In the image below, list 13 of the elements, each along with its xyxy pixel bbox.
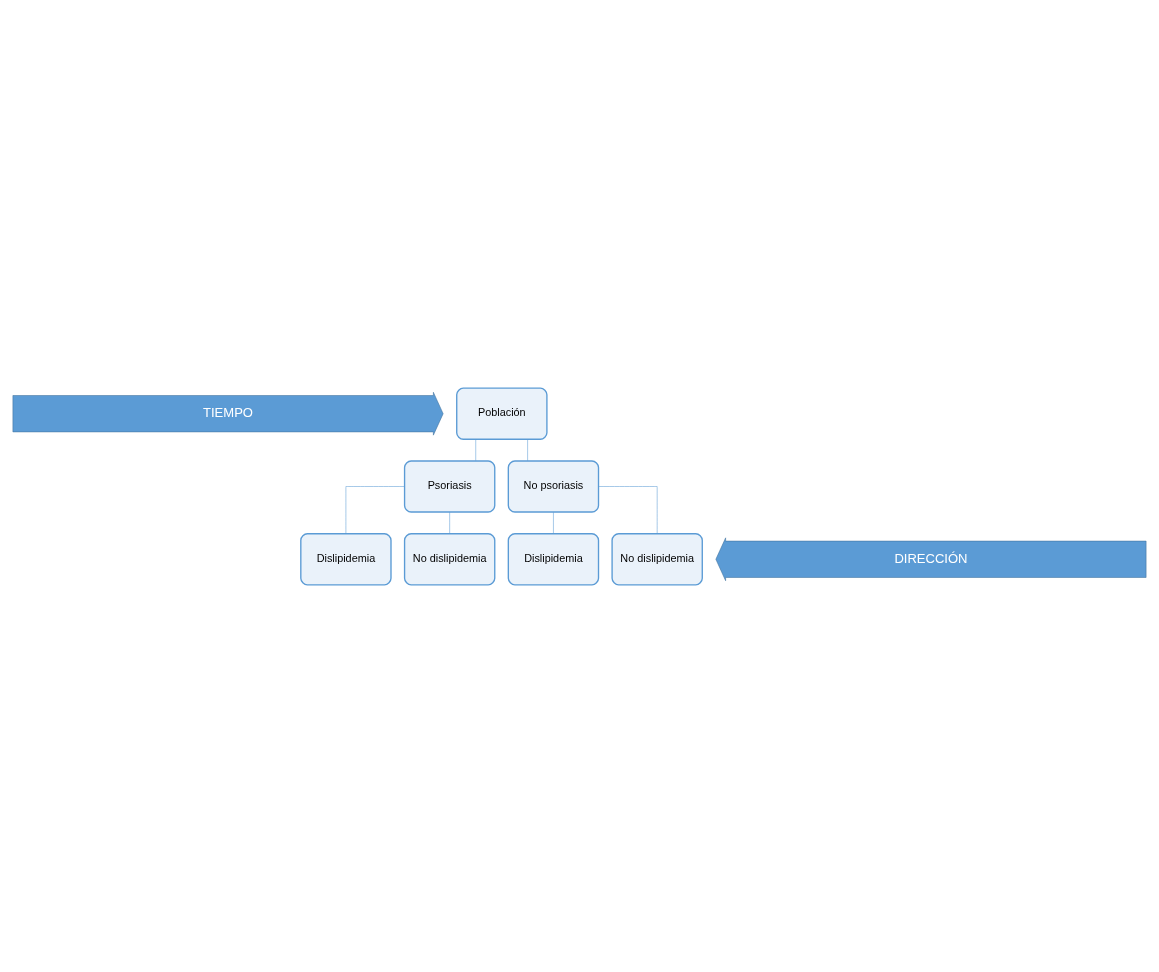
connector [475,438,476,461]
node-box: Población [456,387,548,440]
node-box: No psoriasis [507,459,600,513]
node-box: Dislipidemia [300,532,392,585]
node-box: No dislipidemia [611,532,703,585]
connector [345,485,405,534]
node-box: Psoriasis [403,459,496,513]
connector [553,511,554,534]
connector [598,485,658,534]
connector [449,511,450,534]
connector [527,438,528,461]
node-box: Dislipidemia [507,532,600,585]
node-box: No dislipidemia [403,532,496,585]
